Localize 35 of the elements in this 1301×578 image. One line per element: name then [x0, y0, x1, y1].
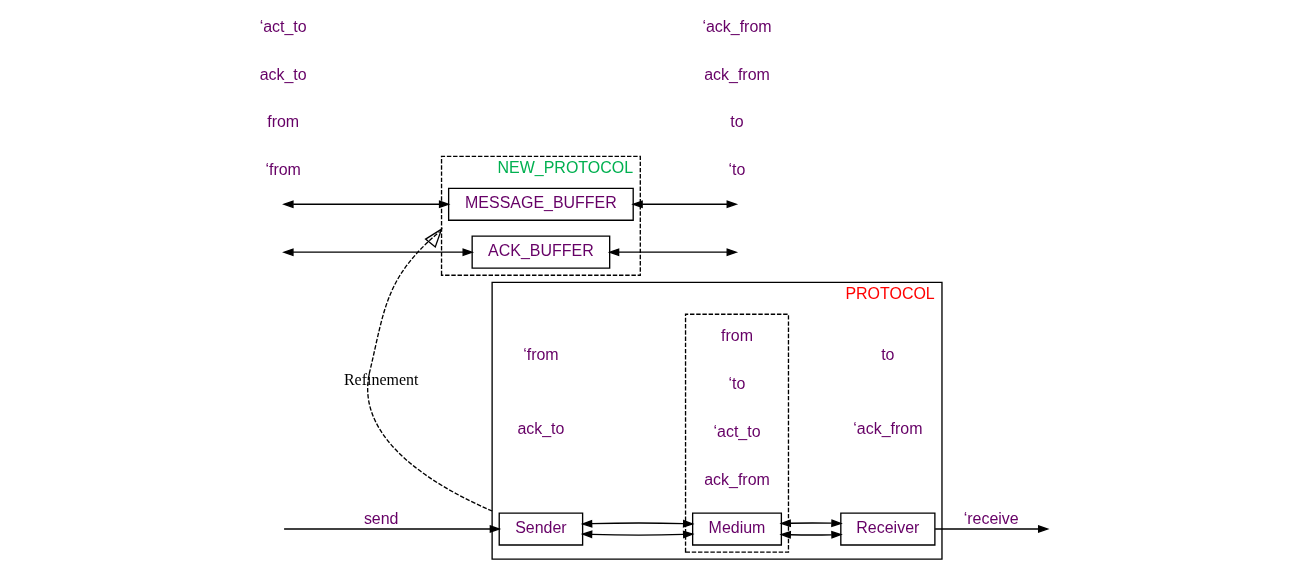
label: to — [730, 113, 744, 131]
label: ack_to — [259, 65, 307, 83]
arrow — [367, 227, 493, 512]
arrow — [283, 524, 502, 534]
arrow — [282, 200, 451, 209]
label: ack_to — [517, 419, 565, 437]
node-box: Medium — [692, 512, 783, 546]
arrow — [779, 530, 843, 539]
edge-label: Refinement — [343, 370, 419, 388]
label: ack_from — [704, 65, 770, 83]
arrow — [607, 248, 739, 257]
node-box: ACK_BUFFER — [471, 235, 611, 269]
label: from — [267, 113, 300, 131]
arrow — [779, 519, 843, 528]
arrow — [631, 200, 739, 209]
node-box: Receiver — [840, 512, 936, 546]
label: to — [881, 345, 895, 363]
node-box: Sender — [498, 512, 584, 546]
label: ‘ack_from — [702, 17, 772, 35]
label: from — [721, 327, 753, 345]
label: ‘from — [523, 345, 559, 363]
label: ‘from — [265, 161, 301, 179]
arrow — [282, 248, 475, 257]
edge-label: send — [363, 510, 399, 528]
label: ‘act_to — [259, 17, 307, 35]
edge-label: ‘receive — [963, 510, 1019, 528]
label: ‘to — [728, 161, 746, 179]
arrow — [580, 519, 695, 528]
label: ‘act_to — [713, 423, 761, 441]
arrow — [580, 530, 695, 539]
label: ‘ack_from — [853, 419, 923, 437]
node-box: MESSAGE_BUFFER — [447, 187, 634, 221]
label: ‘to — [728, 375, 746, 393]
arrow — [934, 524, 1050, 534]
label: ack_from — [704, 471, 770, 488]
